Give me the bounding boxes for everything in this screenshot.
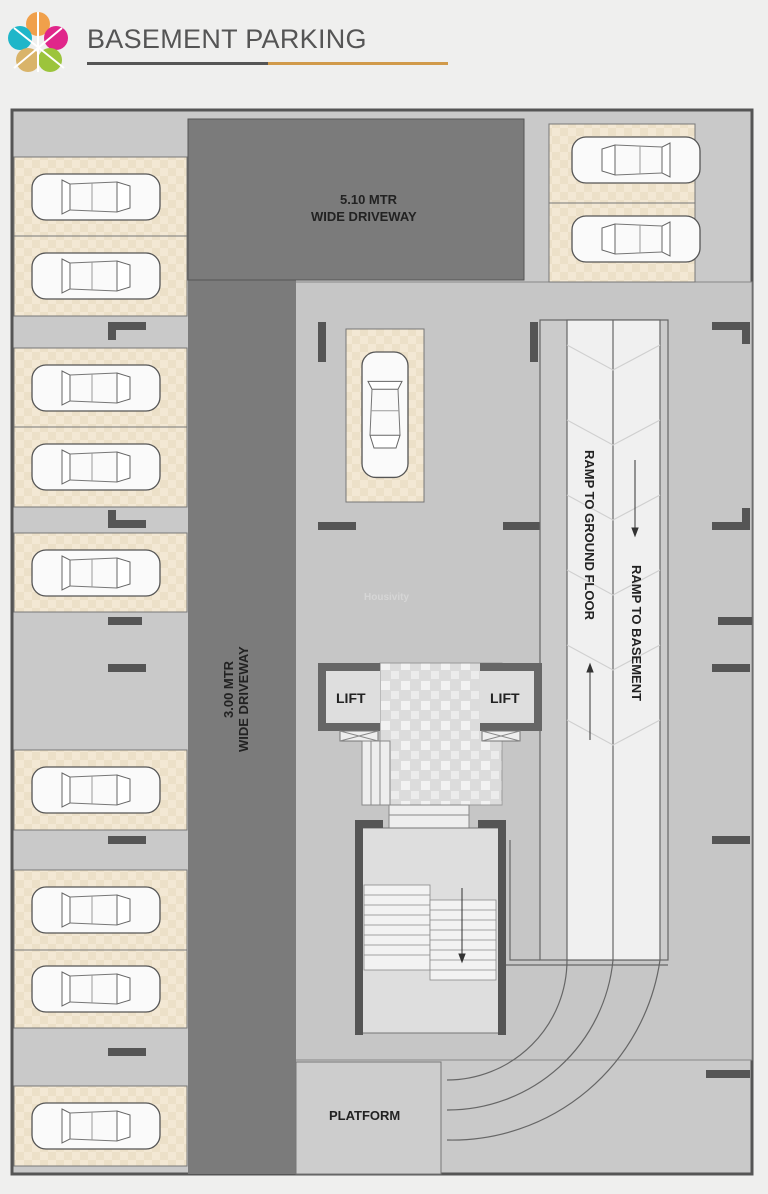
car-icon — [571, 136, 701, 184]
down-arrow-icon — [631, 460, 639, 538]
side-driveway-label: WIDE DRIVEWAY — [236, 646, 251, 752]
car-icon — [361, 351, 409, 479]
side-driveway — [188, 119, 296, 1174]
title-rule-dark — [87, 62, 268, 65]
top-driveway-width: 5.10 MTR — [340, 192, 398, 207]
wall-stubs — [108, 322, 752, 1078]
title-rule-gold — [268, 62, 448, 65]
car-icon — [571, 215, 701, 263]
top-driveway-label: WIDE DRIVEWAY — [311, 209, 417, 224]
lift-right-label: LIFT — [490, 690, 520, 706]
lift-left — [326, 671, 380, 723]
up-arrow-icon — [586, 662, 594, 740]
stair-flights — [363, 884, 497, 981]
logo — [8, 12, 68, 72]
top-driveway — [188, 119, 524, 280]
ramp-down-label: RAMP TO BASEMENT — [629, 565, 644, 701]
side-driveway-width: 3.00 MTR — [221, 660, 236, 718]
ramp-chevrons — [566, 344, 661, 746]
stair-down-arrow-icon — [458, 888, 466, 964]
lift-right — [480, 671, 534, 723]
platform-label: PLATFORM — [329, 1108, 400, 1123]
lift-left-label: LIFT — [336, 690, 366, 706]
platform — [295, 1061, 442, 1175]
watermark: Housivity — [364, 592, 409, 603]
ramp-up-label: RAMP TO GROUND FLOOR — [582, 450, 597, 621]
page-title: BASEMENT PARKING — [87, 24, 367, 54]
